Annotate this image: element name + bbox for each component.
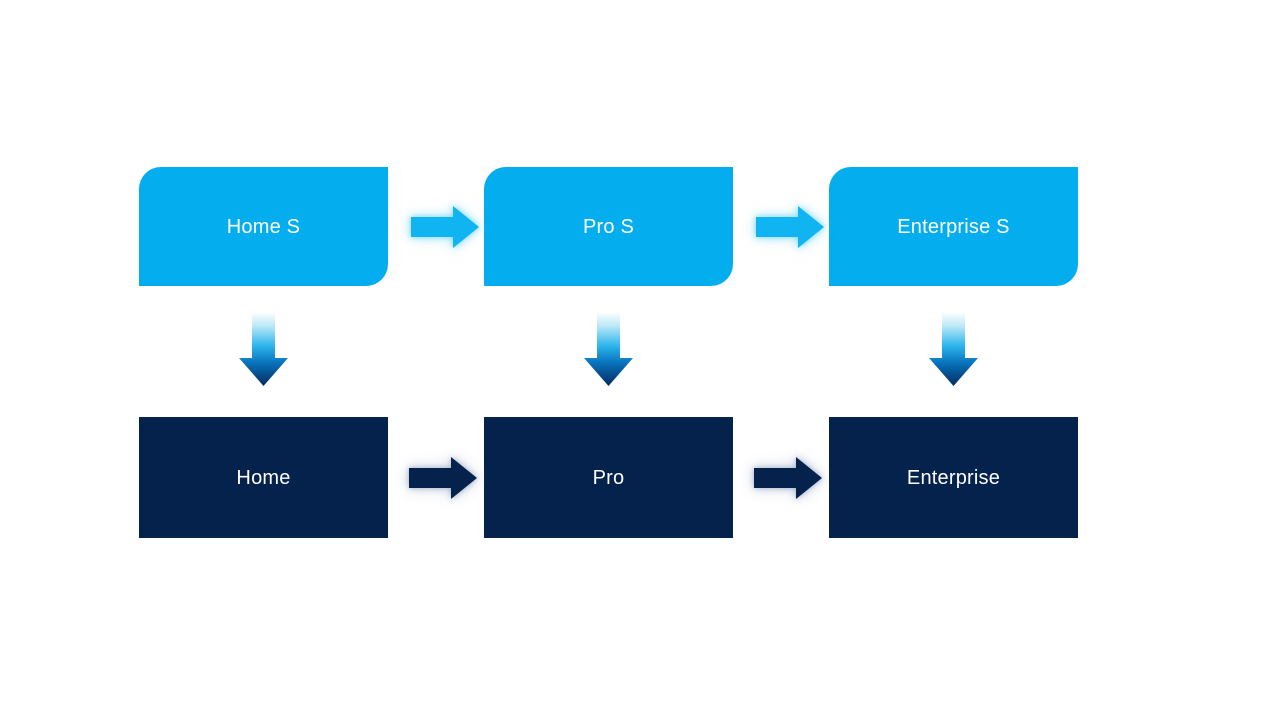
- arrow-right-icon-pro-s-to-enterprise-s: [756, 206, 824, 248]
- arrow-right-icon-home-to-pro: [409, 457, 477, 499]
- node-pro-s[interactable]: Pro S: [484, 167, 733, 286]
- node-enterprise[interactable]: Enterprise: [829, 417, 1078, 538]
- arrow-right-icon-home-s-to-pro-s: [411, 206, 479, 248]
- node-enterprise-s-label: Enterprise S: [897, 215, 1010, 238]
- arrow-down-icon-enterprise-s-to-enterprise: [929, 312, 978, 386]
- node-pro[interactable]: Pro: [484, 417, 733, 538]
- node-home-label: Home: [236, 466, 291, 489]
- node-home-s[interactable]: Home S: [139, 167, 388, 286]
- node-enterprise-label: Enterprise: [906, 466, 1001, 489]
- node-home-s-label: Home S: [226, 215, 301, 238]
- node-pro-s-label: Pro S: [582, 215, 635, 238]
- node-pro-label: Pro: [592, 466, 625, 489]
- arrow-down-icon-home-s-to-home: [239, 312, 288, 386]
- node-enterprise-s[interactable]: Enterprise S: [829, 167, 1078, 286]
- arrow-right-icon-pro-to-enterprise: [754, 457, 822, 499]
- node-home[interactable]: Home: [139, 417, 388, 538]
- arrow-down-icon-pro-s-to-pro: [584, 312, 633, 386]
